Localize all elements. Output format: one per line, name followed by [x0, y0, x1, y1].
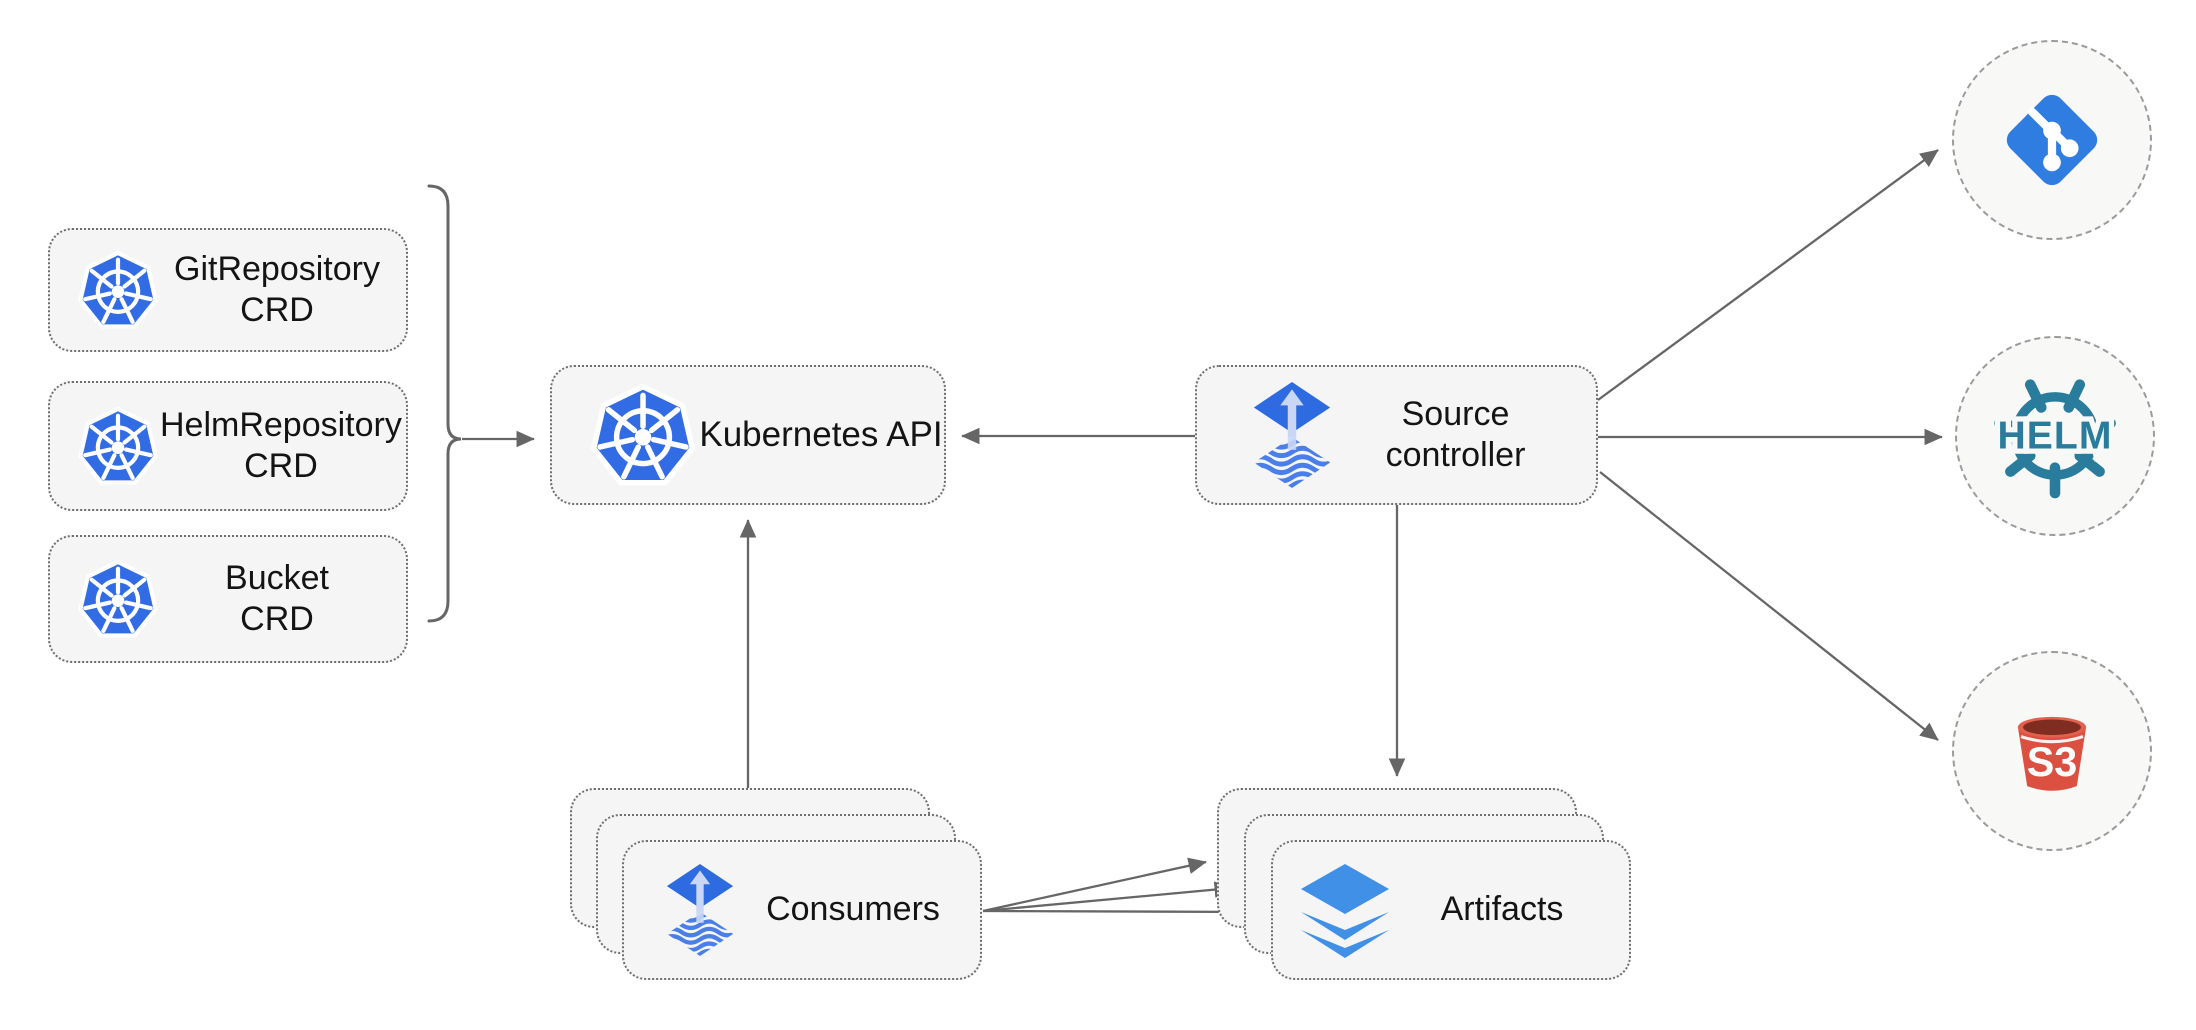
node-git-source [1952, 40, 2152, 240]
node-label: GitRepository CRD [174, 249, 380, 329]
kubernetes-icon [76, 248, 160, 332]
node-consumers: Consumers [622, 840, 982, 980]
crd-group-bracket [427, 184, 462, 623]
node-label: Kubernetes API [699, 414, 943, 454]
git-icon [1993, 81, 2111, 199]
node-bucket-crd: Bucket CRD [48, 535, 408, 663]
node-helm-source: HELM [1955, 336, 2155, 536]
node-label: Source controller [1385, 394, 1526, 474]
arrow-consumers-to-artifacts-back [982, 857, 1207, 913]
arrow-source-to-s3 [1599, 471, 1939, 741]
node-label: Artifacts [1440, 890, 1564, 929]
node-helmrepository-crd: HelmRepository CRD [48, 381, 408, 511]
kubernetes-icon [76, 404, 160, 488]
arrow-consumers-to-artifacts-front [982, 903, 1259, 921]
node-source-controller: Source controller [1195, 365, 1598, 505]
s3-wordmark: S3 [2027, 739, 2078, 785]
flux-icon [654, 864, 746, 956]
layers-icon [1295, 860, 1395, 960]
kubernetes-icon [588, 380, 698, 490]
arrow-source-to-git [1597, 149, 1939, 401]
helm-wordmark: HELM [1997, 415, 2112, 458]
node-label: HelmRepository CRD [160, 405, 402, 485]
arrow-consumers-to-artifacts-mid [982, 881, 1233, 913]
node-s3-source: S3 [1952, 651, 2152, 851]
kubernetes-icon [76, 557, 160, 641]
s3-bucket-icon: S3 [1990, 689, 2114, 813]
node-gitrepository-crd: GitRepository CRD [48, 228, 408, 352]
node-kubernetes-api: Kubernetes API [550, 365, 946, 505]
flux-icon [1239, 382, 1345, 488]
helm-icon: HELM [1981, 362, 2129, 510]
node-label: Consumers [766, 890, 940, 929]
node-label: Bucket CRD [225, 558, 329, 638]
node-artifacts: Artifacts [1271, 840, 1631, 980]
